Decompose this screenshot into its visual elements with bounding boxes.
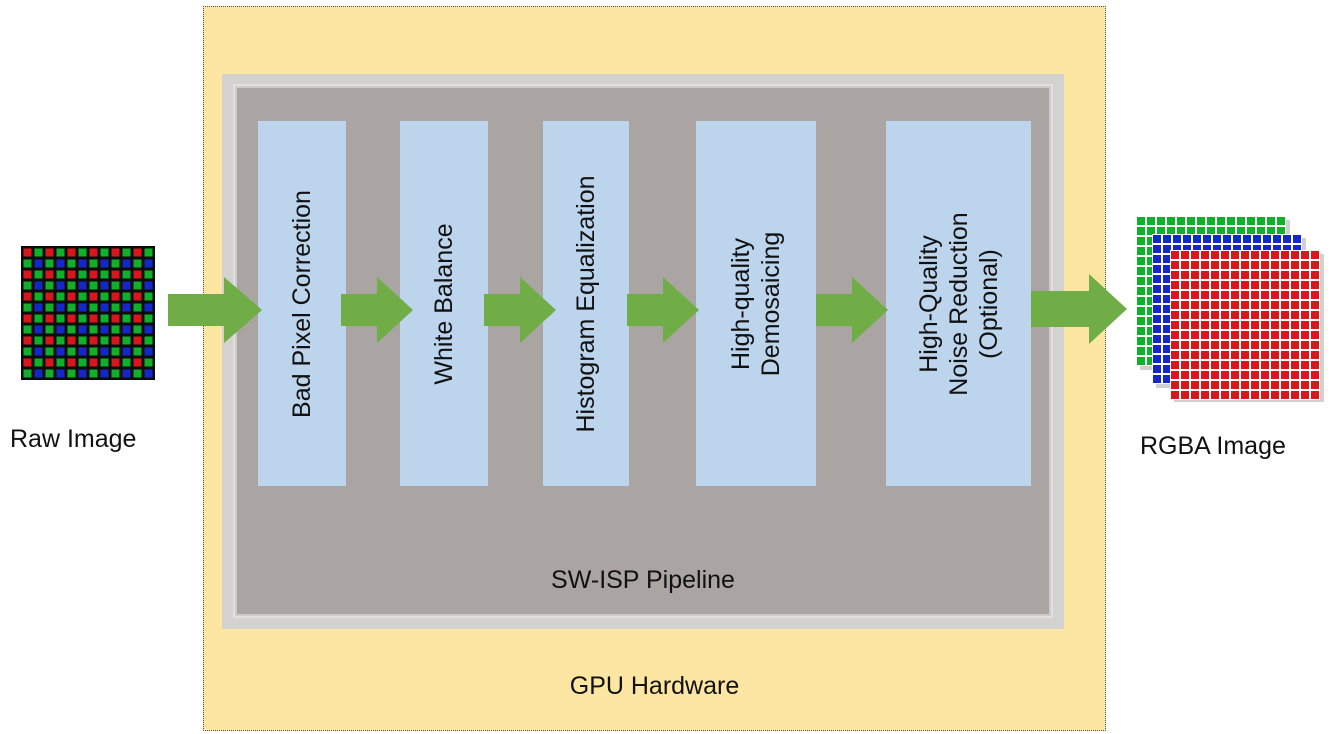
arrow-right-icon <box>168 277 264 343</box>
stage-high-quality-demosaicing: High-quality Demosaicing <box>696 121 816 486</box>
arrow-right-icon <box>341 277 415 343</box>
arrow-right-icon <box>816 277 890 343</box>
stage-histogram-equalization: Histogram Equalization <box>543 121 629 486</box>
raw-image-label: Raw Image <box>10 425 137 453</box>
arrow-right-icon <box>1031 274 1129 344</box>
stage-white-balance: White Balance <box>400 121 488 486</box>
stage-label-line: (Optional) <box>974 248 1003 359</box>
stage-label-line: High-quality <box>727 237 755 370</box>
sw-isp-pipeline-label: SW-ISP Pipeline <box>551 566 735 594</box>
rgba-planes <box>1136 216 1324 402</box>
raw-image-thumbnail <box>21 246 155 380</box>
stage-label-line: Noise Reduction <box>944 211 973 396</box>
stage-label-line: Demosaicing <box>757 231 785 376</box>
stage-high-quality-noise-reduction: High-Quality Noise Reduction (Optional) <box>886 121 1031 486</box>
stage-label-line: Bad Pixel Correction <box>288 189 316 418</box>
bayer-mosaic <box>21 246 155 380</box>
rgba-image-thumbnail <box>1130 212 1335 402</box>
rgba-image-label: RGBA Image <box>1140 432 1286 460</box>
gpu-hardware-label: GPU Hardware <box>569 672 740 700</box>
stage-label-line: High-Quality <box>914 234 943 373</box>
stage-label-line: White Balance <box>430 222 458 385</box>
stage-bad-pixel-correction: Bad Pixel Correction <box>258 121 346 486</box>
arrow-right-icon <box>627 277 701 343</box>
stage-label-line: Histogram Equalization <box>572 174 600 433</box>
arrow-right-icon <box>484 277 558 343</box>
